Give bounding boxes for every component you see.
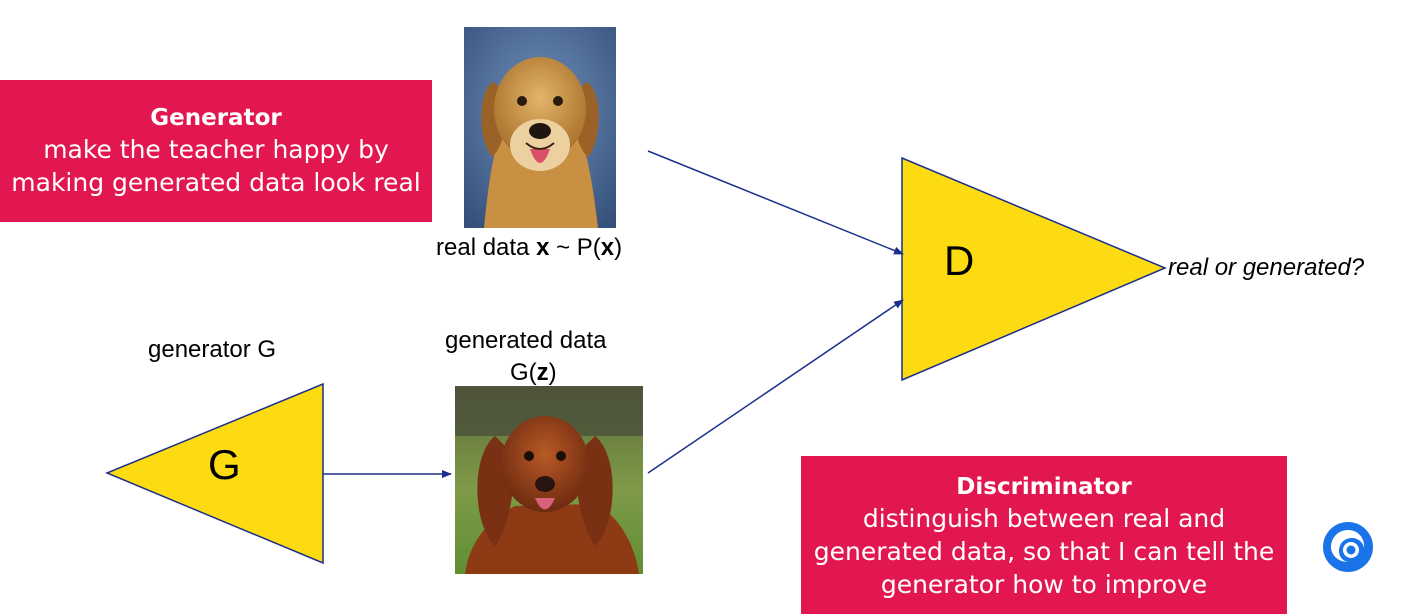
generator-callout: Generator make the teacher happy by maki… (0, 80, 432, 222)
generated-to-discriminator-arrow (647, 299, 904, 474)
generator-block-letter: G (208, 441, 241, 488)
setter-dog-image (455, 386, 643, 574)
real-data-label: real data x ~ P(x) (436, 234, 623, 261)
output-label: real or generated? (1168, 254, 1365, 281)
discriminator-callout: Discriminator distinguish between real a… (801, 456, 1287, 614)
generator-label: generator G (148, 336, 277, 363)
golden-retriever-image (464, 27, 616, 228)
generator-callout-title: Generator (150, 105, 282, 131)
generated-data-label-line2: G(z) (510, 359, 557, 386)
generated-dog-photo (455, 386, 643, 574)
generator-callout-line2: making generated data look real (11, 168, 421, 197)
discriminator-callout-line1: distinguish between real and (862, 504, 1226, 533)
generated-data-label-line1: generated data (445, 327, 607, 354)
real-dog-photo (464, 27, 616, 228)
discriminator-callout-line2: generated data, so that I can tell the (813, 537, 1275, 566)
generator-callout-line1: make the teacher happy by (43, 135, 389, 164)
discriminator-callout-title: Discriminator (956, 474, 1132, 500)
discriminator-block-letter: D (944, 237, 975, 284)
discriminator-callout-line3: generator how to improve (880, 570, 1208, 599)
deepmind-logo-icon (1323, 522, 1373, 572)
discriminator-block (901, 156, 1167, 382)
real-to-discriminator-arrow (647, 150, 904, 255)
